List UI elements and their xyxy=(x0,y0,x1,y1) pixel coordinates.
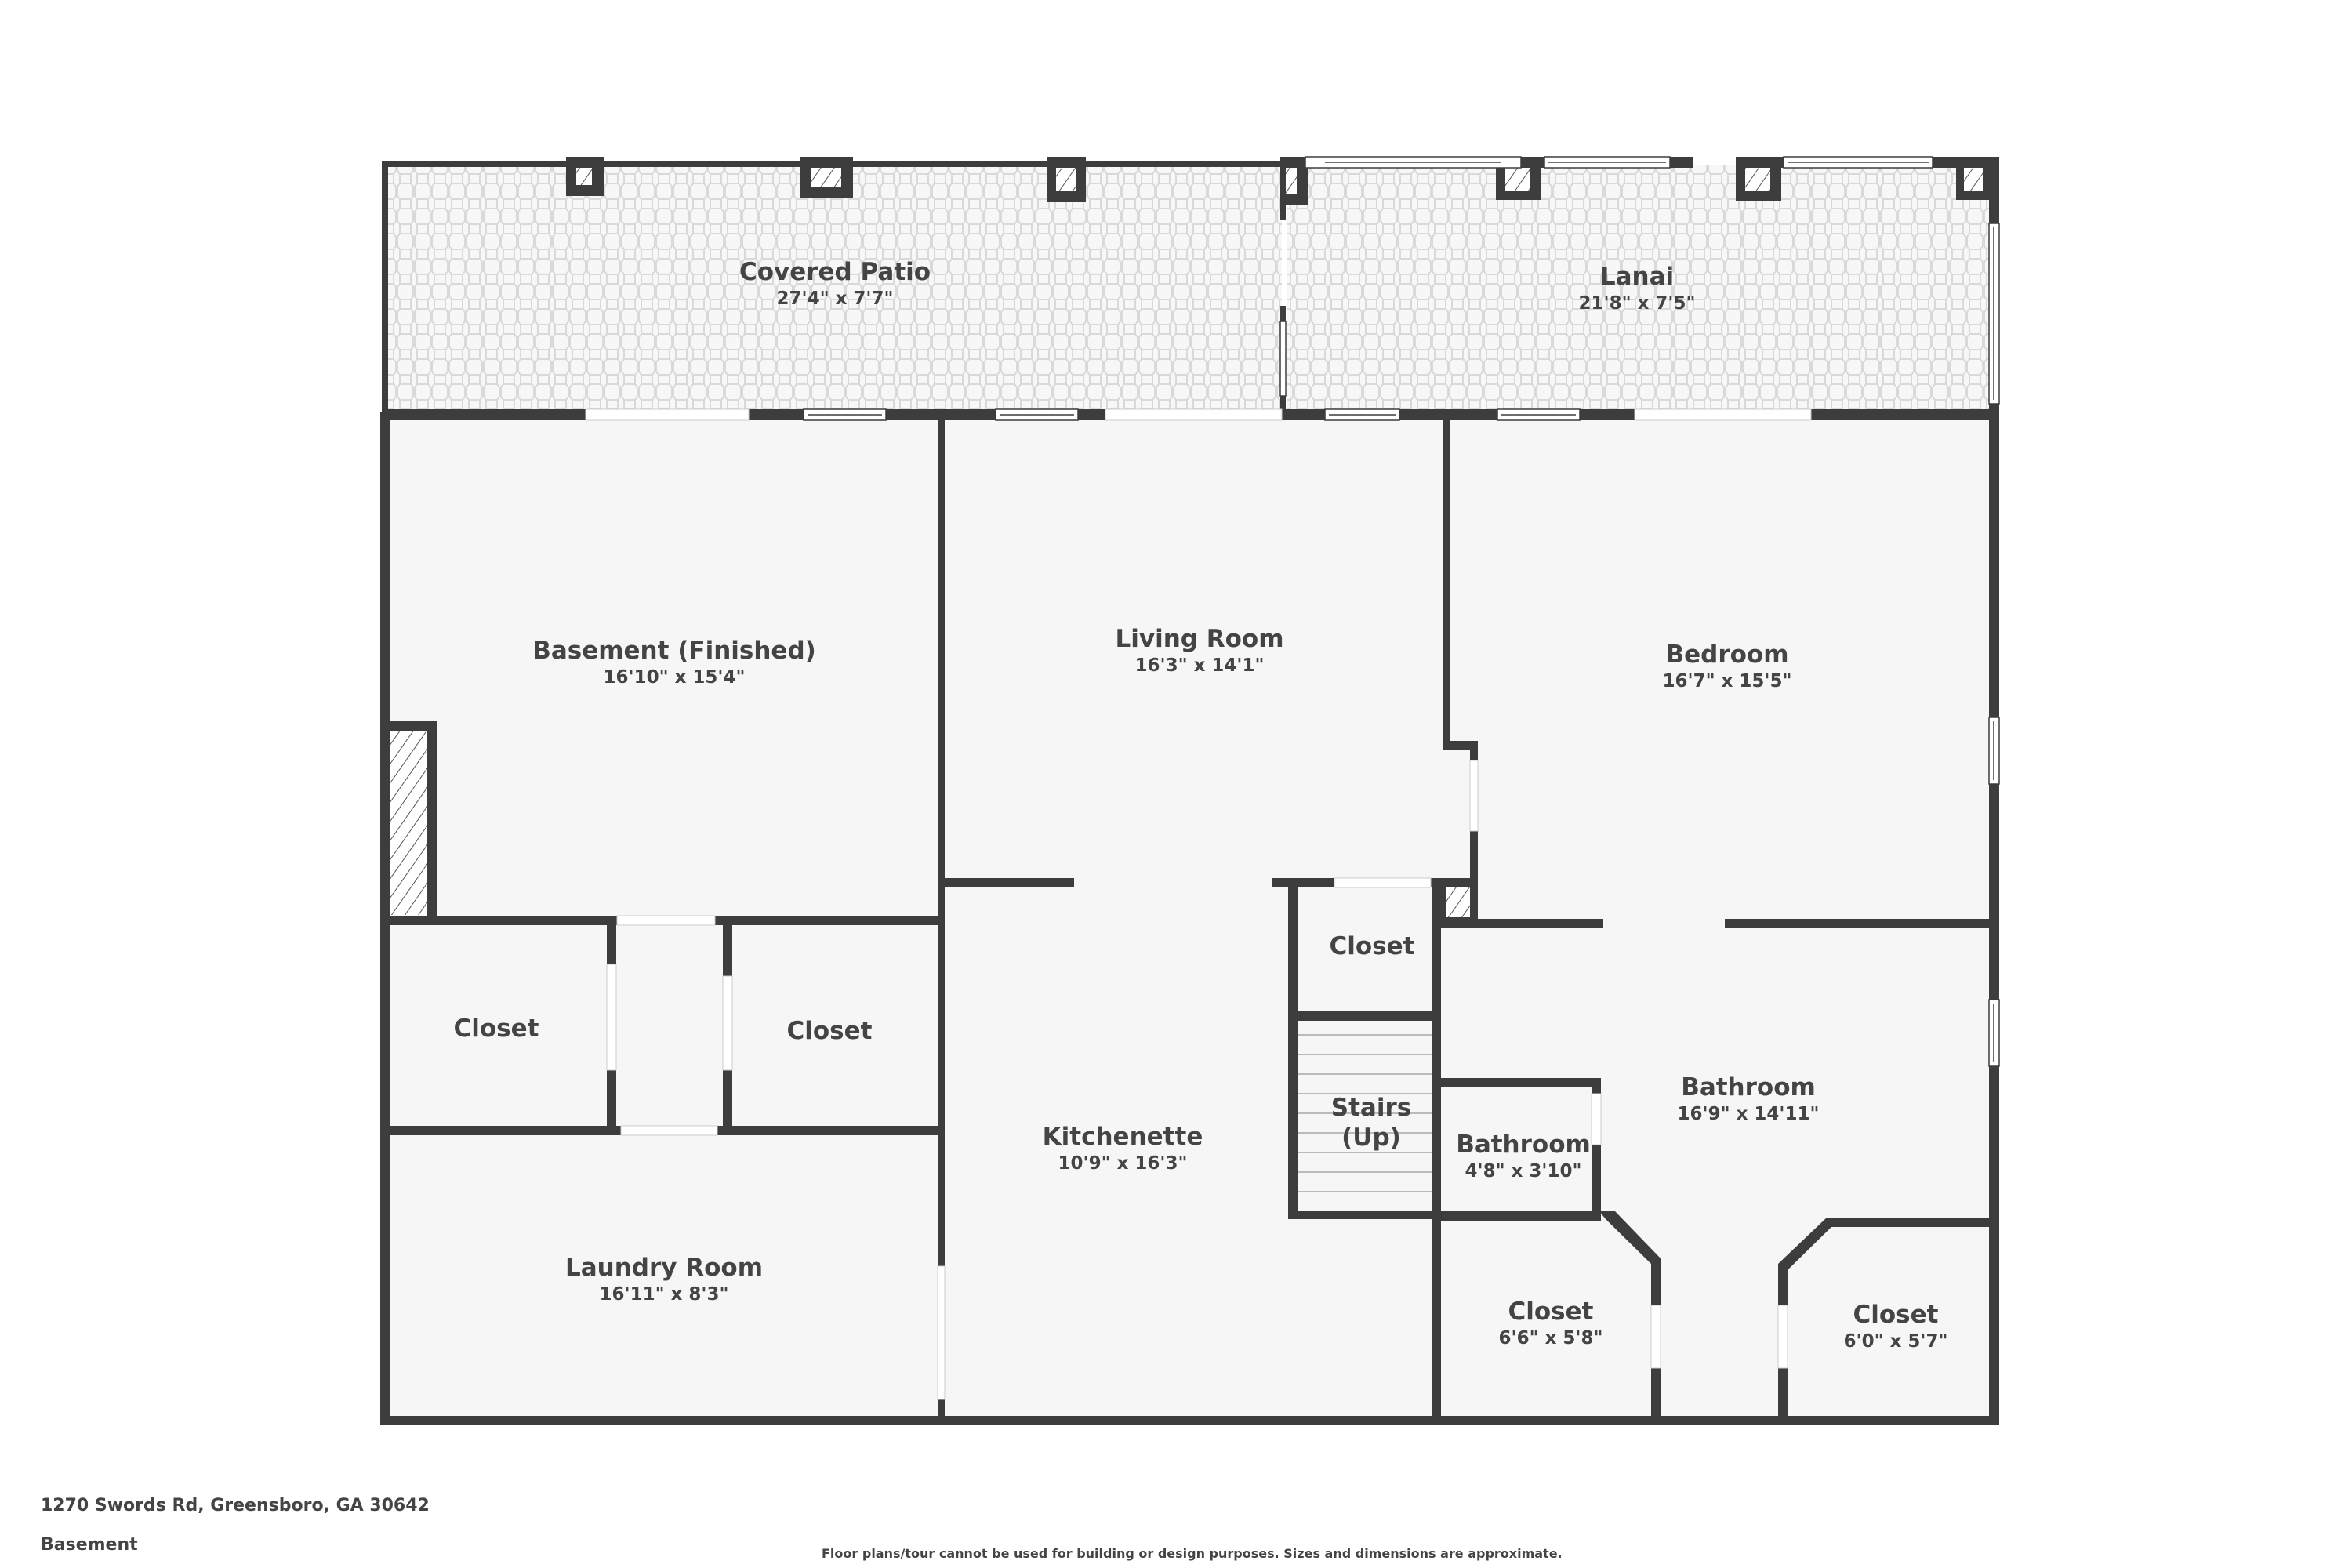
room-living-room: Living Room 16'3" x 14'1" xyxy=(1115,624,1283,677)
room-dimensions: 4'8" x 3'10" xyxy=(1465,1161,1582,1181)
room-name: Living Room xyxy=(1115,625,1284,653)
room-name: Closet xyxy=(1329,932,1415,960)
room-dimensions: 27'4" x 7'7" xyxy=(776,289,894,309)
covered-patio-floor xyxy=(388,165,1282,412)
pillar xyxy=(1280,157,1308,205)
pillar xyxy=(1956,157,1991,200)
room-name: Stairs xyxy=(1330,1094,1412,1122)
room-closet-6-0: Closet 6'0" x 5'7" xyxy=(1844,1300,1948,1353)
stairs-direction: (Up) xyxy=(1341,1123,1401,1152)
room-bathroom-main: Bathroom 16'9" x 14'11" xyxy=(1678,1073,1820,1126)
room-name: Bathroom xyxy=(1681,1073,1816,1102)
disclaimer: Floor plans/tour cannot be used for buil… xyxy=(822,1546,1563,1561)
room-name: Basement (Finished) xyxy=(532,637,816,665)
pillar xyxy=(566,157,604,196)
room-name: Covered Patio xyxy=(739,258,931,286)
room-stairs-up: Stairs (Up) xyxy=(1331,1093,1411,1152)
pillar xyxy=(1047,157,1086,202)
room-dimensions: 16'11" x 8'3" xyxy=(599,1284,729,1305)
windows xyxy=(803,156,2000,1067)
room-dimensions: 6'6" x 5'8" xyxy=(1498,1328,1603,1348)
room-name: Closet xyxy=(453,1014,539,1043)
room-name: Closet xyxy=(1853,1301,1939,1329)
property-address: 1270 Swords Rd, Greensboro, GA 30642 xyxy=(41,1496,430,1515)
room-dimensions: 10'9" x 16'3" xyxy=(1058,1153,1188,1174)
room-name: Lanai xyxy=(1599,263,1675,291)
chimney-hatch xyxy=(390,731,427,915)
room-covered-patio: Covered Patio 27'4" x 7'7" xyxy=(739,257,931,310)
room-dimensions: 6'0" x 5'7" xyxy=(1843,1331,1948,1352)
room-kitchenette: Kitchenette 10'9" x 16'3" xyxy=(1043,1122,1203,1175)
room-dimensions: 16'3" x 14'1" xyxy=(1134,655,1265,676)
room-name: Bedroom xyxy=(1665,641,1789,669)
pillars xyxy=(390,157,1991,917)
room-lanai: Lanai 21'8" x 7'5" xyxy=(1579,262,1696,315)
room-name: Kitchenette xyxy=(1042,1123,1203,1151)
room-dimensions: 16'9" x 14'11" xyxy=(1677,1104,1820,1124)
doorways xyxy=(585,408,1812,1400)
room-basement-finished: Basement (Finished) 16'10" x 15'4" xyxy=(532,636,816,689)
lanai-floor xyxy=(1287,165,1993,412)
stairs-treads xyxy=(1298,1034,1432,1192)
room-bathroom-small: Bathroom 4'8" x 3'10" xyxy=(1456,1130,1591,1183)
room-laundry-room: Laundry Room 16'11" x 8'3" xyxy=(565,1253,763,1306)
room-bedroom: Bedroom 16'7" x 15'5" xyxy=(1663,640,1792,693)
room-closet-6-6: Closet 6'6" x 5'8" xyxy=(1499,1297,1603,1350)
room-name: Laundry Room xyxy=(564,1254,764,1282)
room-name: Closet xyxy=(1508,1298,1594,1326)
room-dimensions: 21'8" x 7'5" xyxy=(1578,293,1696,314)
room-name: Closet xyxy=(786,1017,873,1045)
room-dimensions: 16'7" x 15'5" xyxy=(1662,671,1792,691)
room-dimensions: 16'10" x 15'4" xyxy=(603,667,746,688)
floor-areas xyxy=(388,165,1993,1419)
floor-level: Basement xyxy=(41,1535,138,1555)
room-closet-left: Closet xyxy=(454,1014,539,1044)
room-name: Bathroom xyxy=(1456,1131,1591,1159)
walls xyxy=(380,157,1999,1425)
room-closet-hall: Closet xyxy=(1330,931,1415,961)
column-hatch xyxy=(1446,887,1470,917)
room-closet-middle: Closet xyxy=(787,1016,873,1046)
pillar xyxy=(800,157,853,198)
pillar xyxy=(1736,157,1781,201)
